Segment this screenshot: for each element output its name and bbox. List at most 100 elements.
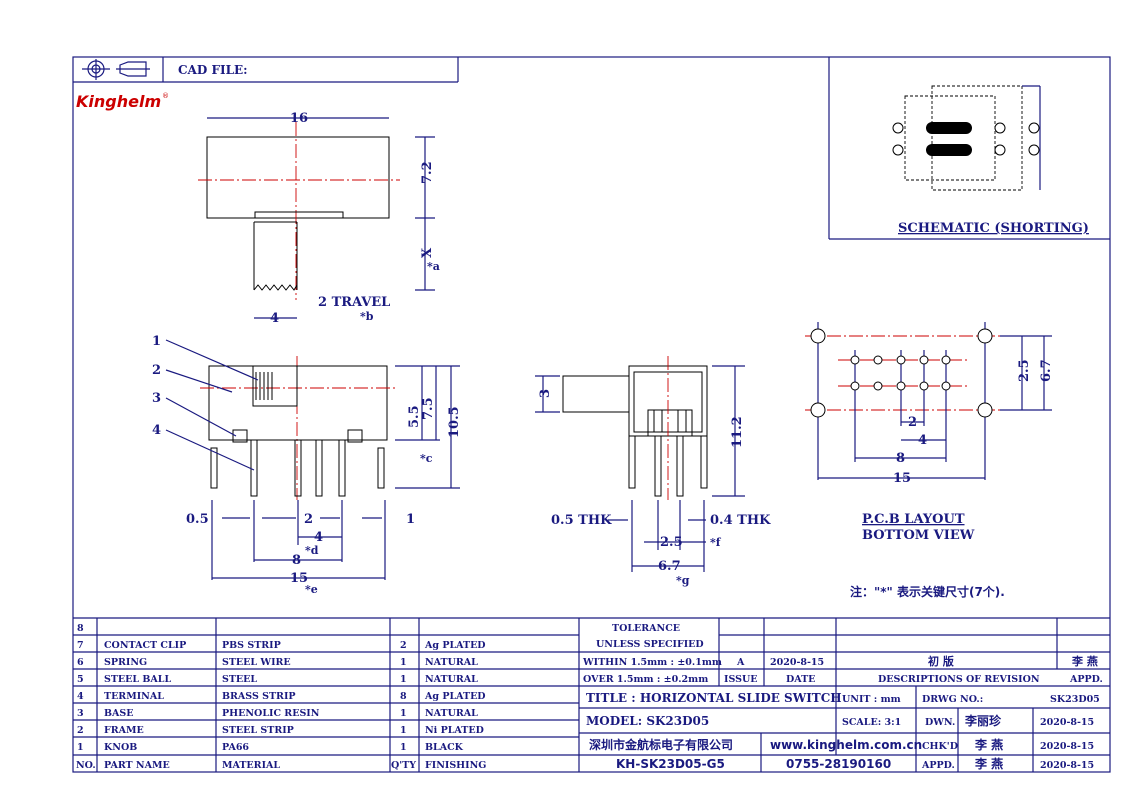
- bom-header-fin: FINISHING: [425, 760, 486, 771]
- dim-pin-width: 0.5: [186, 512, 209, 527]
- bom-cell-part: FRAME: [104, 725, 144, 736]
- bom-cell-mat: BRASS STRIP: [222, 691, 296, 702]
- appd-date: 2020-8-15: [1040, 760, 1094, 771]
- dim-pin-edge: 1: [406, 512, 415, 527]
- unit-label: UNIT : mm: [842, 694, 901, 705]
- bom-cell-fin: NATURAL: [425, 657, 478, 668]
- bom-cell-mat: STEEL WIRE: [222, 657, 291, 668]
- key-dimension-note: 注："*" 表示关键尺寸(7个).: [850, 584, 1005, 599]
- dim-front-h2: 7.5: [421, 397, 436, 420]
- dwn-label: DWN.: [925, 717, 955, 728]
- tolerance-over: OVER 1.5mm : ±0.2mm: [583, 674, 708, 685]
- dim-top-height: 7.2: [420, 161, 435, 184]
- dim-thk-right: 0.4 THK: [710, 513, 771, 528]
- appd-row-label: APPD.: [921, 760, 955, 771]
- key-f: *f: [710, 536, 722, 549]
- desc-revision-label: DESCRIPTIONS OF REVISION: [878, 674, 1040, 685]
- dwn-date: 2020-8-15: [1040, 717, 1094, 728]
- sheet-border: [72, 56, 1111, 773]
- bom-cell-no: 6: [77, 657, 84, 668]
- key-g: *g: [676, 574, 690, 587]
- dim-pin-pitch: 2: [304, 512, 313, 527]
- dim-knob-width: 4: [270, 311, 279, 326]
- bom-cell-mat: STEEL STRIP: [222, 725, 294, 736]
- title-block: TOLERANCE UNLESS SPECIFIED WITHIN 1.5mm …: [579, 617, 1110, 772]
- key-c: *c: [420, 452, 433, 465]
- bom-cell-mat: PBS STRIP: [222, 640, 281, 651]
- pcb-layout: 2 4 8 15 2.5 6.7 P.C.B LAYOUT BOTTOM VIE…: [805, 322, 1054, 599]
- company-name: 深圳市金航标电子有限公司: [589, 737, 733, 752]
- bom-cell-mat: PHENOLIC RESIN: [222, 708, 320, 719]
- dim-top-x: X: [420, 247, 435, 258]
- pcb-dim-3: 8: [896, 451, 905, 466]
- bom-cell-part: CONTACT CLIP: [104, 640, 186, 651]
- bom-cell-no: 3: [77, 708, 84, 719]
- bom-cell-no: 1: [77, 742, 84, 753]
- pcb-title: P.C.B LAYOUT: [862, 512, 965, 527]
- bom-cell-part: STEEL BALL: [104, 674, 171, 685]
- dim-front-h3: 10.5: [447, 406, 462, 438]
- bom-cell-no: 7: [77, 640, 84, 651]
- chkd-date: 2020-8-15: [1040, 741, 1094, 752]
- dim-side-f: 2.5: [660, 535, 683, 550]
- dim-knob-height: 3: [538, 389, 553, 398]
- bom-cell-fin: Ni PLATED: [425, 725, 484, 736]
- bom-cell-fin: Ag PLATED: [424, 691, 486, 702]
- bom-cell-part: KNOB: [104, 742, 137, 753]
- dim-side-height: 11.2: [730, 416, 745, 448]
- callout-2: 2: [152, 363, 161, 378]
- bom-header-part: PART NAME: [104, 760, 170, 771]
- revision-date: 2020-8-15: [770, 657, 824, 668]
- bom-cell-no: 4: [77, 691, 84, 702]
- pcb-dim-2: 4: [918, 433, 927, 448]
- bom-cell-qty: 1: [400, 657, 407, 668]
- callout-3: 3: [152, 391, 161, 406]
- pcb-dim-v1: 2.5: [1017, 359, 1032, 382]
- drawing-title: TITLE : HORIZONTAL SLIDE SWITCH: [586, 691, 842, 705]
- bom-cell-mat: STEEL: [222, 674, 257, 685]
- key-e: *e: [305, 583, 318, 596]
- bom-cell-fin: BLACK: [425, 742, 464, 753]
- pcb-dim-1: 2: [908, 415, 917, 430]
- dwn-name: 李丽珍: [964, 713, 1002, 728]
- drwg-no-value: SK23D05: [1050, 694, 1100, 705]
- key-d: *d: [305, 544, 319, 557]
- date-label: DATE: [786, 674, 815, 685]
- bom-cell-qty: 1: [400, 742, 407, 753]
- bom-cell-fin: NATURAL: [425, 708, 478, 719]
- bom-cell-no: 5: [77, 674, 84, 685]
- dim-travel: 2 TRAVEL: [318, 295, 390, 310]
- revision-approver: 李 燕: [1071, 654, 1098, 668]
- bom-cell-qty: 2: [400, 640, 407, 651]
- bom-cell-fin: NATURAL: [425, 674, 478, 685]
- dim-front-total: 15: [290, 571, 308, 586]
- appd-label: APPD.: [1069, 674, 1103, 685]
- website: www.kinghelm.com.cn: [770, 738, 922, 752]
- brand-logo: Kinghelm: [76, 92, 161, 111]
- bom-cell-qty: 8: [400, 691, 407, 702]
- appd-name: 李 燕: [974, 756, 1003, 771]
- pcb-dim-4: 15: [893, 471, 911, 486]
- pcb-dim-v2: 6.7: [1039, 359, 1054, 382]
- pcb-subtitle: BOTTOM VIEW: [862, 528, 975, 543]
- dim-front-e: 8: [292, 553, 301, 568]
- drwg-no-label: DRWG NO.:: [922, 694, 983, 705]
- brand-mark: ®: [162, 92, 169, 100]
- model-label: MODEL: SK23D05: [586, 714, 709, 728]
- chkd-label: CHK'D: [922, 741, 958, 752]
- chkd-name: 李 燕: [974, 737, 1003, 752]
- revision-description: 初 版: [928, 654, 954, 668]
- top-view: 16 7.2 X *a 4 2 TRAVEL *b: [198, 111, 440, 326]
- cad-header: CAD FILE:: [73, 57, 459, 83]
- key-b: *b: [360, 310, 374, 323]
- scale-label: SCALE: 3:1: [842, 717, 901, 728]
- key-a: *a: [427, 260, 440, 273]
- dim-thk-left: 0.5 THK: [551, 513, 612, 528]
- part-number: KH-SK23D05-G5: [616, 757, 725, 771]
- tolerance-within: WITHIN 1.5mm : ±0.1mm: [582, 657, 722, 668]
- front-view: 1 2 3 4 5.5 7.5 10.5 *c 0.5 2 1 4 *d 8 1…: [152, 334, 462, 596]
- dim-top-width: 16: [290, 111, 308, 126]
- tolerance-label: TOLERANCE: [612, 623, 680, 634]
